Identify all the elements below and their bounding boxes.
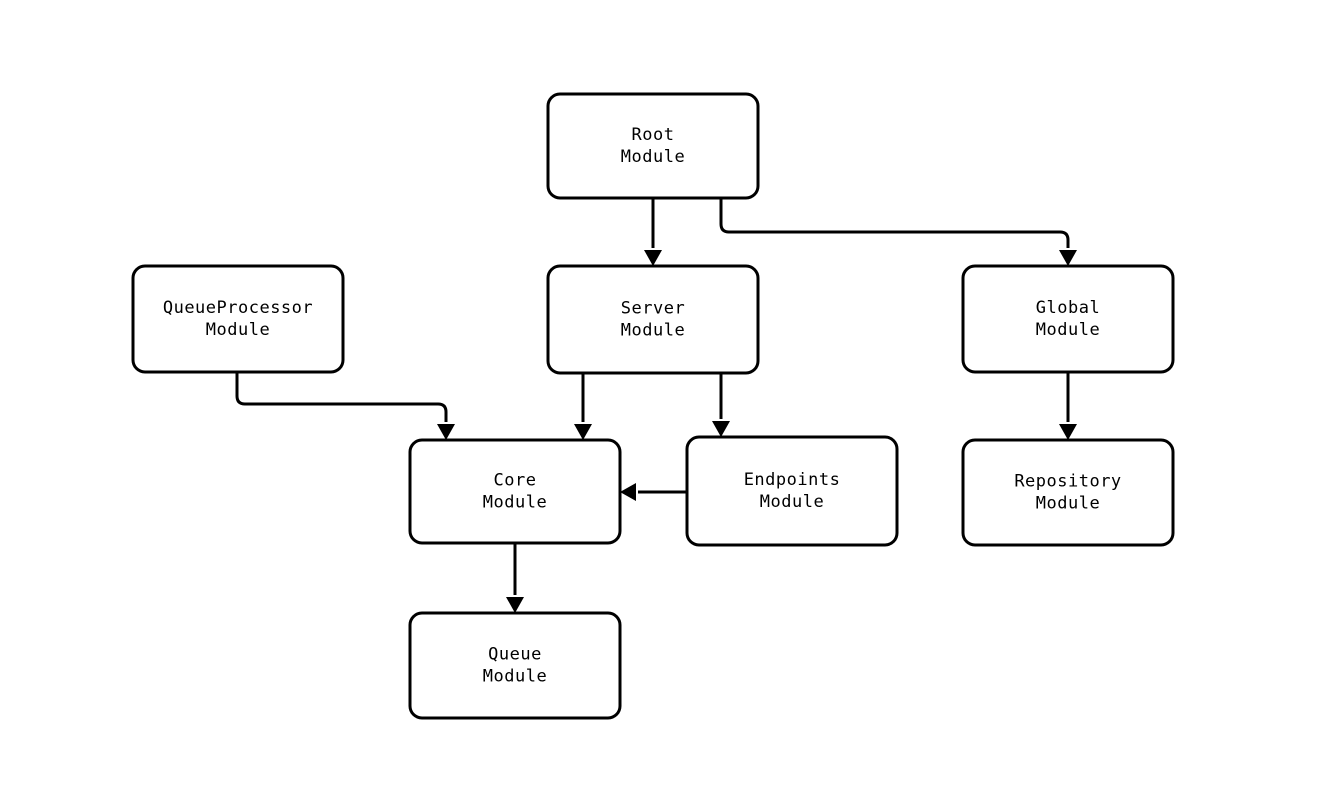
edge-endpoints-to-core <box>620 483 687 501</box>
edge-root-to-server <box>644 198 662 266</box>
edge-root-to-global <box>719 198 1077 266</box>
node-label-line2: Module <box>1036 320 1100 340</box>
arrowhead-icon <box>506 597 524 613</box>
node-box[interactable] <box>961 438 1175 547</box>
node-label-line1: Endpoints <box>744 470 841 490</box>
arrowhead-icon <box>1059 424 1077 440</box>
edge-line <box>719 198 1070 248</box>
node-label-line2: Module <box>621 321 685 341</box>
node-label-line1: Root <box>632 125 675 145</box>
node-label-line1: Global <box>1036 298 1100 318</box>
edges-layer <box>235 198 1077 613</box>
node-label-line2: Module <box>483 493 547 513</box>
node-label-line1: Core <box>494 471 537 491</box>
node-label-line2: Module <box>206 320 270 340</box>
node-label-line1: Server <box>621 299 685 319</box>
node-box[interactable] <box>546 264 760 375</box>
nodes-layer: RootModuleQueueProcessorModuleServerModu… <box>131 92 1175 720</box>
arrowhead-icon <box>574 424 592 440</box>
node-label-line1: QueueProcessor <box>163 298 313 318</box>
node-box[interactable] <box>546 92 760 200</box>
node-box[interactable] <box>408 438 622 545</box>
node-label-line2: Module <box>760 492 824 512</box>
node-label-line2: Module <box>1036 494 1100 514</box>
node-box[interactable] <box>131 264 345 374</box>
node-label-line2: Module <box>483 667 547 687</box>
node-box[interactable] <box>408 611 622 720</box>
node-label-line1: Repository <box>1014 472 1121 492</box>
edge-core-to-queue <box>506 543 524 613</box>
arrowhead-icon <box>1059 250 1077 266</box>
node-label-line2: Module <box>621 147 685 167</box>
arrowhead-icon <box>620 483 636 501</box>
edge-line <box>235 372 448 422</box>
node-box[interactable] <box>961 264 1175 374</box>
arrowhead-icon <box>712 421 730 437</box>
edge-server-to-core <box>574 373 592 440</box>
arrowhead-icon <box>644 250 662 266</box>
edge-server-to-endpoints <box>712 373 730 437</box>
node-label-line1: Queue <box>488 645 542 665</box>
node-box[interactable] <box>685 435 899 547</box>
edge-queueprocessor-to-core <box>235 372 455 440</box>
arrowhead-icon <box>437 424 455 440</box>
edge-global-to-repository <box>1059 372 1077 440</box>
